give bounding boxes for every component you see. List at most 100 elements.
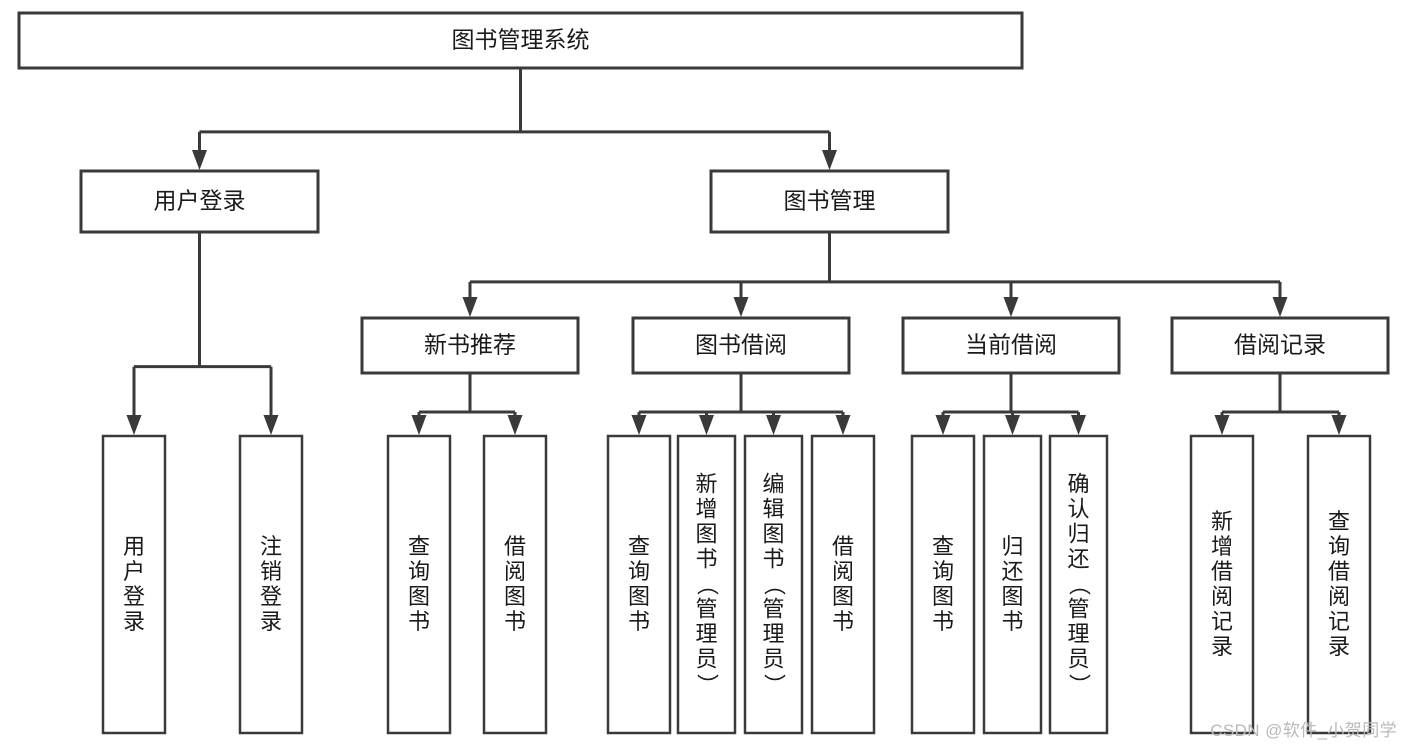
- connector-arrowhead: [822, 150, 837, 170]
- node-box: [606, 434, 672, 735]
- node-root[interactable]: 图书管理系统: [17, 11, 1024, 70]
- node-label-char: 管: [1067, 597, 1089, 622]
- node-label-char: 借: [832, 534, 854, 559]
- node-box: [1048, 434, 1109, 735]
- node-label-char: 登: [260, 584, 282, 609]
- node-label-char: 借: [1211, 559, 1233, 584]
- node-leaf-cur-query[interactable]: 查询图书查询图书: [910, 434, 976, 735]
- node-label-char: 增: [1211, 534, 1233, 559]
- node-label-char: ）: [695, 673, 720, 695]
- node-label-char: 图: [504, 584, 526, 609]
- node-label-char: 阅: [1211, 584, 1233, 609]
- node-leaf-user-login[interactable]: 用户登录用户登录: [101, 434, 167, 735]
- node-label: 图书管理: [784, 188, 876, 214]
- node-leaf-rec-query[interactable]: 查询图书查询图书: [386, 434, 452, 735]
- node-label-char: 归: [1001, 534, 1023, 559]
- node-label-char: 图: [628, 584, 650, 609]
- node-label-char: 理: [1067, 622, 1089, 647]
- connectors-layer: [126, 68, 1347, 435]
- node-box: [743, 434, 804, 735]
- node-label-char: （: [1067, 573, 1092, 595]
- node-label-char: 书: [1001, 609, 1023, 634]
- node-label-char: 询: [932, 559, 954, 584]
- node-leaf-rec-add[interactable]: 新增借阅记录新增借阅记录: [1189, 434, 1255, 735]
- node-book-borrow[interactable]: 图书借阅: [631, 316, 851, 375]
- node-label: 新书推荐: [424, 332, 516, 358]
- connector-arrowhead: [1071, 415, 1086, 435]
- node-label-char: 认: [1067, 497, 1089, 522]
- node-label-char: 理: [695, 622, 717, 647]
- node-label-char: ）: [762, 673, 787, 695]
- connector-arrowhead: [835, 415, 851, 435]
- node-label-char: 还: [1001, 559, 1023, 584]
- node-box: [709, 169, 950, 234]
- node-label-char: 注: [260, 534, 282, 559]
- node-box: [17, 11, 1024, 70]
- node-label-char: 记: [1328, 609, 1350, 634]
- connector-arrowhead: [462, 297, 478, 317]
- node-label-char: 新: [1211, 509, 1233, 534]
- node-new-book-rec[interactable]: 新书推荐: [360, 316, 580, 375]
- node-label-char: 管: [695, 597, 717, 622]
- node-leaf-brw-query[interactable]: 查询图书查询图书: [606, 434, 672, 735]
- node-label-char: 查: [1328, 509, 1350, 534]
- node-label-char: 录: [260, 609, 282, 634]
- node-box: [1306, 434, 1372, 735]
- node-label-char: 阅: [832, 559, 854, 584]
- node-label-char: 还: [1067, 547, 1089, 572]
- node-label-char: 理: [762, 622, 784, 647]
- csdn-watermark: CSDN @软件_小贺同学: [1210, 721, 1397, 740]
- node-user-login[interactable]: 用户登录: [79, 169, 320, 234]
- node-label-char: 查: [408, 534, 430, 559]
- connector-arrowhead: [699, 415, 714, 435]
- node-label-char: 确: [1067, 472, 1089, 497]
- connector-arrowhead: [733, 297, 749, 317]
- connector-arrowhead: [192, 150, 207, 170]
- node-label-char: 用: [123, 534, 145, 559]
- node-label-char: 阅: [504, 559, 526, 584]
- node-label-char: 询: [628, 559, 650, 584]
- node-current-borrow[interactable]: 当前借阅: [901, 316, 1121, 375]
- node-label-char: 查: [932, 534, 954, 559]
- node-label-char: 销: [260, 559, 282, 584]
- node-leaf-rec-query2[interactable]: 查询借阅记录查询借阅记录: [1306, 434, 1372, 735]
- node-label-char: ）: [1067, 673, 1092, 695]
- connector-arrowhead: [1331, 415, 1347, 435]
- connector-arrowhead: [263, 415, 279, 435]
- connector-arrowhead: [631, 415, 647, 435]
- node-label-char: 书: [932, 609, 954, 634]
- node-box: [810, 434, 876, 735]
- node-label-char: 询: [1328, 534, 1350, 559]
- node-label-char: 员: [762, 647, 784, 672]
- node-label-char: 书: [762, 547, 784, 572]
- node-label: 借阅记录: [1234, 332, 1326, 358]
- node-label-char: 归: [1067, 522, 1089, 547]
- connector-arrowhead: [507, 415, 523, 435]
- nodes-layer: 图书管理系统用户登录图书管理新书推荐图书借阅当前借阅借阅记录用户登录用户登录注销…: [17, 11, 1390, 735]
- node-label: 当前借阅: [965, 332, 1057, 358]
- node-book-manage[interactable]: 图书管理: [709, 169, 950, 234]
- node-label-char: 借: [504, 534, 526, 559]
- node-label-char: 书: [504, 609, 526, 634]
- node-label-char: 书: [628, 609, 650, 634]
- connector-arrowhead: [1272, 297, 1288, 317]
- node-label-char: 辑: [762, 497, 784, 522]
- node-leaf-user-logout[interactable]: 注销登录注销登录: [238, 434, 304, 735]
- node-box: [1189, 434, 1255, 735]
- node-borrow-record[interactable]: 借阅记录: [1170, 316, 1390, 375]
- node-box: [982, 434, 1043, 735]
- node-leaf-cur-return[interactable]: 归还图书归还图书: [982, 434, 1043, 735]
- node-leaf-rec-borrow[interactable]: 借阅图书借阅图书: [482, 434, 548, 735]
- node-label-char: 户: [123, 559, 145, 584]
- node-leaf-brw-borrow[interactable]: 借阅图书借阅图书: [810, 434, 876, 735]
- node-label-char: 图: [832, 584, 854, 609]
- node-box: [101, 434, 167, 735]
- connector-arrowhead: [766, 415, 781, 435]
- node-label-char: 录: [123, 609, 145, 634]
- connector-arrowhead: [935, 415, 951, 435]
